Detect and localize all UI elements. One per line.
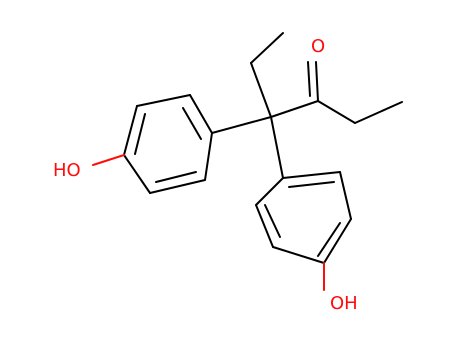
ring2-bond-2 (339, 171, 352, 220)
ketone-oxygen-label: O (311, 36, 325, 57)
bond-c2-c1 (354, 101, 403, 124)
ring1-inner-bond-1 (182, 107, 202, 140)
upper-phenol-ring: HO (53, 94, 272, 194)
ring2-bond-1 (282, 171, 341, 179)
ring1-inner-bond-3 (155, 171, 197, 183)
ring2-inner-bond-3 (264, 204, 281, 238)
lower-phenol-ring: OH (255, 116, 358, 314)
carbonyl-bond-left (315, 61, 319, 102)
left-hydroxyl-label: HO (53, 160, 81, 181)
bond-c4-c3 (270, 100, 319, 118)
bottom-hydroxyl-label: OH (330, 293, 358, 314)
ring2-bond-5 (255, 204, 274, 248)
ring1-bond-3 (123, 105, 138, 156)
propanoyl-substituent (270, 61, 403, 124)
ring2-bond-6 (255, 177, 284, 206)
ring2-bond-4 (272, 246, 325, 264)
ring1-inner-bond-2 (134, 113, 146, 155)
ring2-inner-bond-1 (288, 181, 335, 188)
carbonyl-bond-right (307, 61, 311, 97)
ring1-bond-5 (149, 179, 206, 194)
bond-c4-ring2 (270, 116, 284, 179)
left-hydroxyl-bond (92, 154, 125, 166)
ring2-bond-3 (323, 218, 352, 264)
bond-c3-c2 (317, 100, 356, 124)
ring1-bond-4 (123, 154, 151, 194)
bond-c4-ring1 (211, 116, 272, 134)
bond-c4-c5 (250, 62, 272, 118)
bond-c5-c6 (250, 32, 284, 64)
ethyl-substituent (250, 32, 284, 118)
ring1-bond-2 (136, 94, 191, 107)
ring1-bond-6 (204, 132, 213, 181)
ring2-inner-bond-2 (317, 222, 341, 257)
ring1-bond-1 (189, 94, 213, 134)
